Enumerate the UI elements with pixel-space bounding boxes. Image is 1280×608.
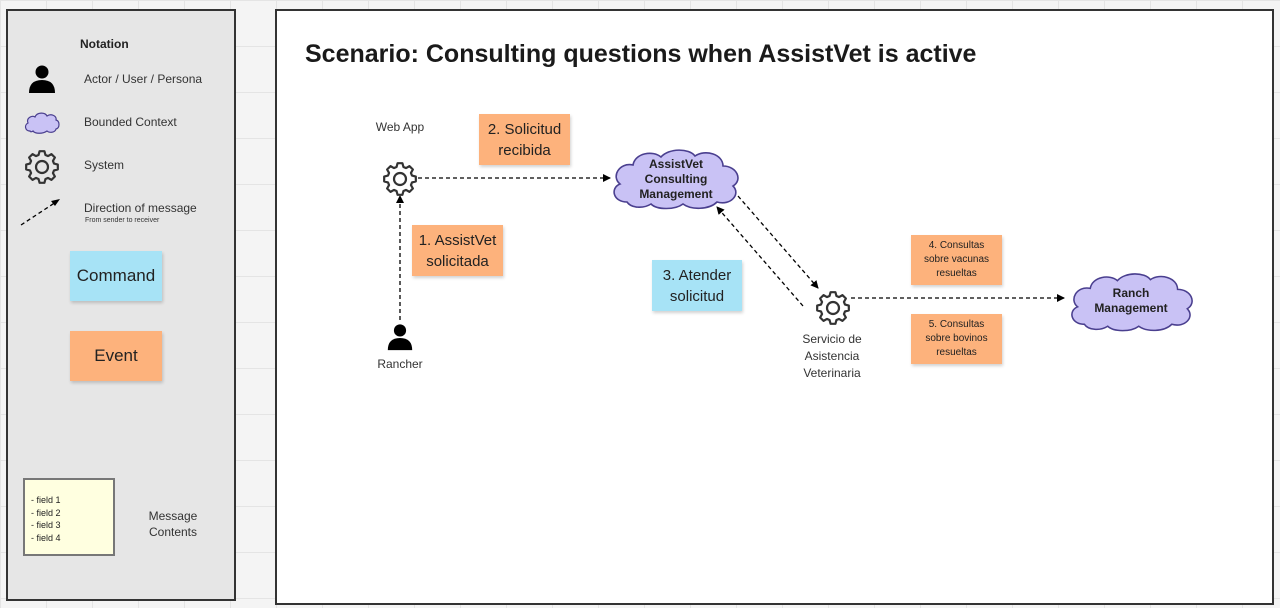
event-4-label: 4. Consultas sobre vacunas resueltas (923, 240, 990, 279)
legend-direction-sublabel: From sender to receiver (85, 217, 160, 224)
service-label: Servicio de Asistencia Veterinaria (802, 332, 862, 380)
event-2-sticky: 2. Solicitud recibida (479, 114, 570, 165)
legend-title: Notation (80, 37, 129, 51)
message-contents-note: - field 1 - field 2 - field 3 - field 4 (23, 478, 115, 556)
consulting-bounded-context-cloud (613, 149, 739, 210)
webapp-gear-icon (383, 162, 417, 196)
event-2-label: 2. Solicitud recibida (487, 120, 562, 159)
notation-legend: Notation Actor / User / Persona Bounded … (6, 9, 236, 601)
rancher-person-icon (387, 324, 413, 351)
consulting-bounded-context-label: AssistVet Consulting Management (639, 156, 713, 201)
field-item: - field 2 (31, 507, 61, 518)
legend-event-label: Event (94, 346, 138, 365)
event-5-label: 5. Consultas sobre bovinos resueltas (925, 319, 988, 358)
event-5-sticky: 5. Consultas sobre bovinos resueltas (911, 314, 1002, 364)
command-3-label: 3. Atender solicitud (662, 266, 732, 305)
legend-system-label: System (84, 158, 125, 172)
message-contents-label: Message Contents (148, 509, 198, 539)
legend-actor-label: Actor / User / Persona (84, 72, 203, 86)
service-gear-icon (816, 291, 850, 325)
legend-command-label: Command (76, 266, 156, 285)
ranch-bounded-context-cloud (1071, 273, 1193, 332)
event-1-label: 1. AssistVet solicitada (418, 231, 497, 270)
legend-bounded-context-label: Bounded Context (84, 115, 177, 129)
command-3-sticky: 3. Atender solicitud (652, 260, 742, 311)
field-item: - field 3 (31, 520, 61, 530)
cloud-icon (24, 112, 60, 134)
rancher-label: Rancher (377, 357, 423, 371)
event-1-sticky: 1. AssistVet solicitada (412, 225, 503, 276)
gear-icon (25, 150, 59, 184)
field-item: - field 4 (31, 532, 61, 543)
scenario-title: Scenario: Consulting questions when Assi… (305, 40, 977, 68)
arrow-consulting-to-service (737, 195, 819, 289)
arrow-service-to-consulting (716, 206, 804, 307)
ranch-bounded-context-label: Ranch Management (1094, 286, 1168, 315)
webapp-label: Web App (375, 120, 425, 134)
event-4-sticky: 4. Consultas sobre vacunas resueltas (911, 235, 1002, 285)
legend-event-sticky: Event (70, 331, 162, 381)
person-icon (29, 65, 55, 93)
legend-direction-label: Direction of message (84, 201, 197, 215)
legend-command-sticky: Command (70, 251, 162, 301)
field-item: - field 1 (31, 495, 61, 505)
dashed-arrow-icon (20, 199, 60, 226)
